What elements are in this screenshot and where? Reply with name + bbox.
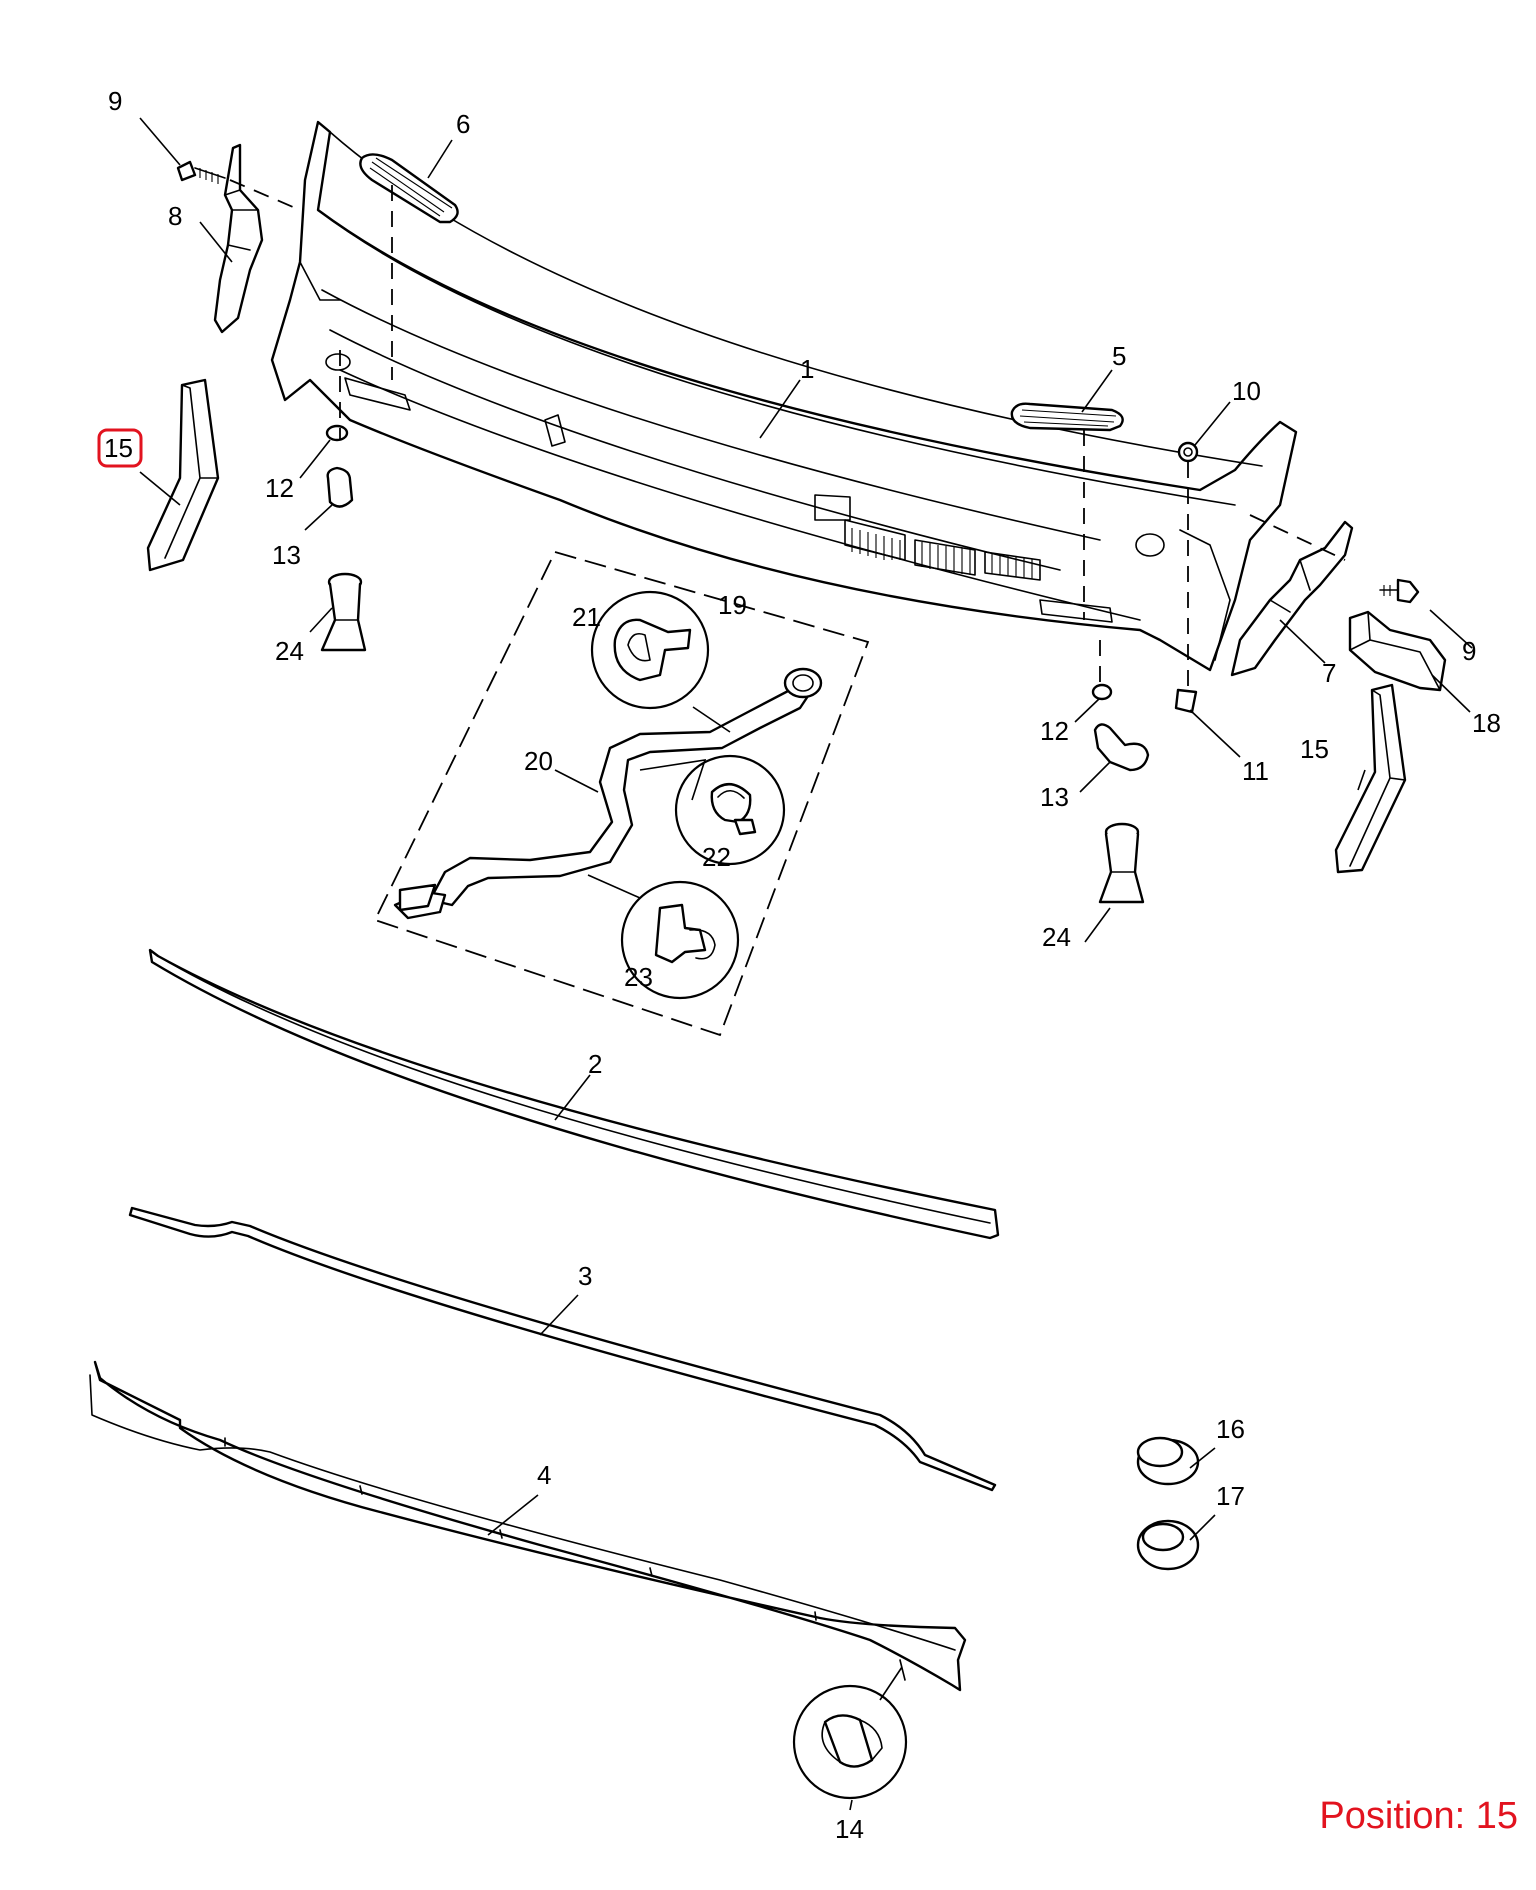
callout-14: 14 <box>835 1814 864 1844</box>
part-24-left-funnel[interactable] <box>320 572 367 652</box>
part-22-clamp-detail[interactable] <box>674 754 786 866</box>
callout-7: 7 <box>1322 658 1336 688</box>
part-5-right-grille[interactable] <box>1010 402 1124 432</box>
part-2-seal-strip[interactable] <box>148 948 1000 1240</box>
part-12-left-grommet[interactable] <box>325 424 349 442</box>
callout-3: 3 <box>578 1261 592 1291</box>
callout-20: 20 <box>524 746 553 776</box>
callout-15-left: 15 <box>104 433 133 463</box>
part-21-clip-detail[interactable] <box>590 590 710 710</box>
callout-12-left: 12 <box>265 473 294 503</box>
part-15-right-foam-strip[interactable] <box>1334 683 1407 874</box>
part-3-weatherstrip[interactable] <box>128 1206 997 1492</box>
part-14-clip-detail[interactable] <box>792 1684 908 1800</box>
callout-15-right: 15 <box>1300 734 1329 764</box>
part-6-left-grille[interactable] <box>359 153 459 224</box>
part-16-grommet[interactable] <box>1136 1436 1200 1486</box>
part-11-clip[interactable] <box>1174 688 1198 714</box>
callout-9-left: 9 <box>108 86 122 116</box>
callout-labels: 9 6 8 5 1 10 15 12 13 24 21 19 9 7 18 12… <box>104 86 1501 1844</box>
callout-18: 18 <box>1472 708 1501 738</box>
callout-17: 17 <box>1216 1481 1245 1511</box>
callout-24-left: 24 <box>275 636 304 666</box>
callout-13-right: 13 <box>1040 782 1069 812</box>
part-23-clip-detail[interactable] <box>620 880 740 1000</box>
callout-8: 8 <box>168 201 182 231</box>
position-label: Position: 15 <box>1319 1795 1518 1837</box>
part-7-right-bracket[interactable] <box>1230 520 1354 677</box>
callout-10: 10 <box>1232 376 1261 406</box>
part-15-left-foam-strip[interactable] <box>146 378 220 572</box>
part-10-clip[interactable] <box>1177 441 1199 463</box>
callout-4: 4 <box>537 1460 551 1490</box>
part-8-left-bracket[interactable] <box>213 143 264 334</box>
callout-19: 19 <box>718 590 747 620</box>
callout-2: 2 <box>588 1049 602 1079</box>
part-1-cowl-panel[interactable] <box>270 120 1298 672</box>
callout-9-right: 9 <box>1462 636 1476 666</box>
assembly-lines <box>229 179 1346 690</box>
part-13-left-drain[interactable] <box>326 466 354 508</box>
callout-11: 11 <box>1242 756 1269 786</box>
callout-23: 23 <box>624 962 653 992</box>
part-9-left-screw[interactable] <box>176 160 226 184</box>
part-19-hose-kit-boundary <box>373 550 870 1037</box>
callout-24-right: 24 <box>1042 922 1071 952</box>
part-17-grommet[interactable] <box>1136 1519 1200 1571</box>
callout-16: 16 <box>1216 1414 1245 1444</box>
part-12-right-grommet[interactable] <box>1091 683 1113 701</box>
part-20-washer-hose[interactable] <box>393 667 823 920</box>
callout-13-left: 13 <box>272 540 301 570</box>
part-9-right-screw[interactable] <box>1379 578 1420 604</box>
part-24-right-funnel[interactable] <box>1098 822 1145 904</box>
callout-22: 22 <box>702 842 731 872</box>
part-18-seal-block[interactable] <box>1348 610 1447 692</box>
callout-21: 21 <box>572 602 601 632</box>
callout-1: 1 <box>800 354 814 384</box>
callout-5: 5 <box>1112 341 1126 371</box>
part-13-right-drain[interactable] <box>1093 723 1150 772</box>
highlight-box-15 <box>97 428 143 468</box>
part-4-lower-molding[interactable] <box>89 1360 967 1692</box>
leader-lines <box>139 117 1473 1811</box>
callout-6: 6 <box>456 109 470 139</box>
callout-12-right: 12 <box>1040 716 1069 746</box>
